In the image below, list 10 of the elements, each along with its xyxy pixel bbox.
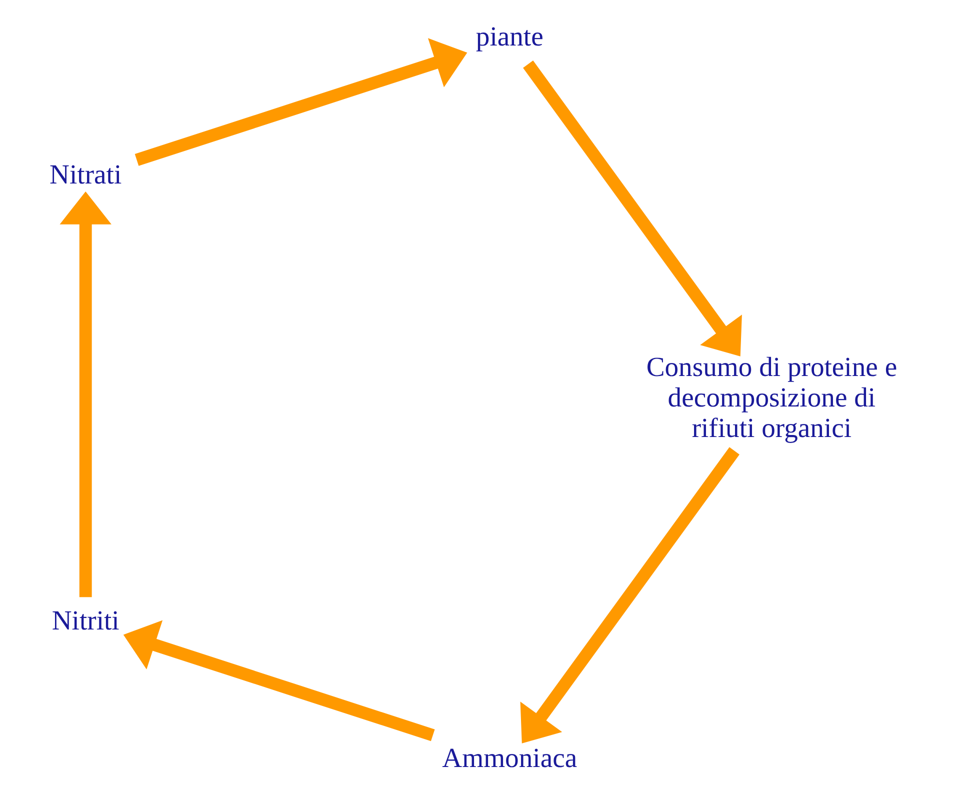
- node-text: Nitrati: [50, 158, 122, 190]
- node-text: Consumo di proteine e decomposizione di rifiuti organici: [646, 351, 898, 443]
- arrow: [123, 620, 435, 742]
- node-text: Nitriti: [52, 604, 120, 636]
- arrow: [134, 38, 468, 166]
- node-text: Ammoniaca: [442, 742, 578, 774]
- arrow: [60, 192, 112, 598]
- node-text: piante: [476, 20, 544, 52]
- arrow: [523, 60, 742, 356]
- arrow: [520, 447, 740, 744]
